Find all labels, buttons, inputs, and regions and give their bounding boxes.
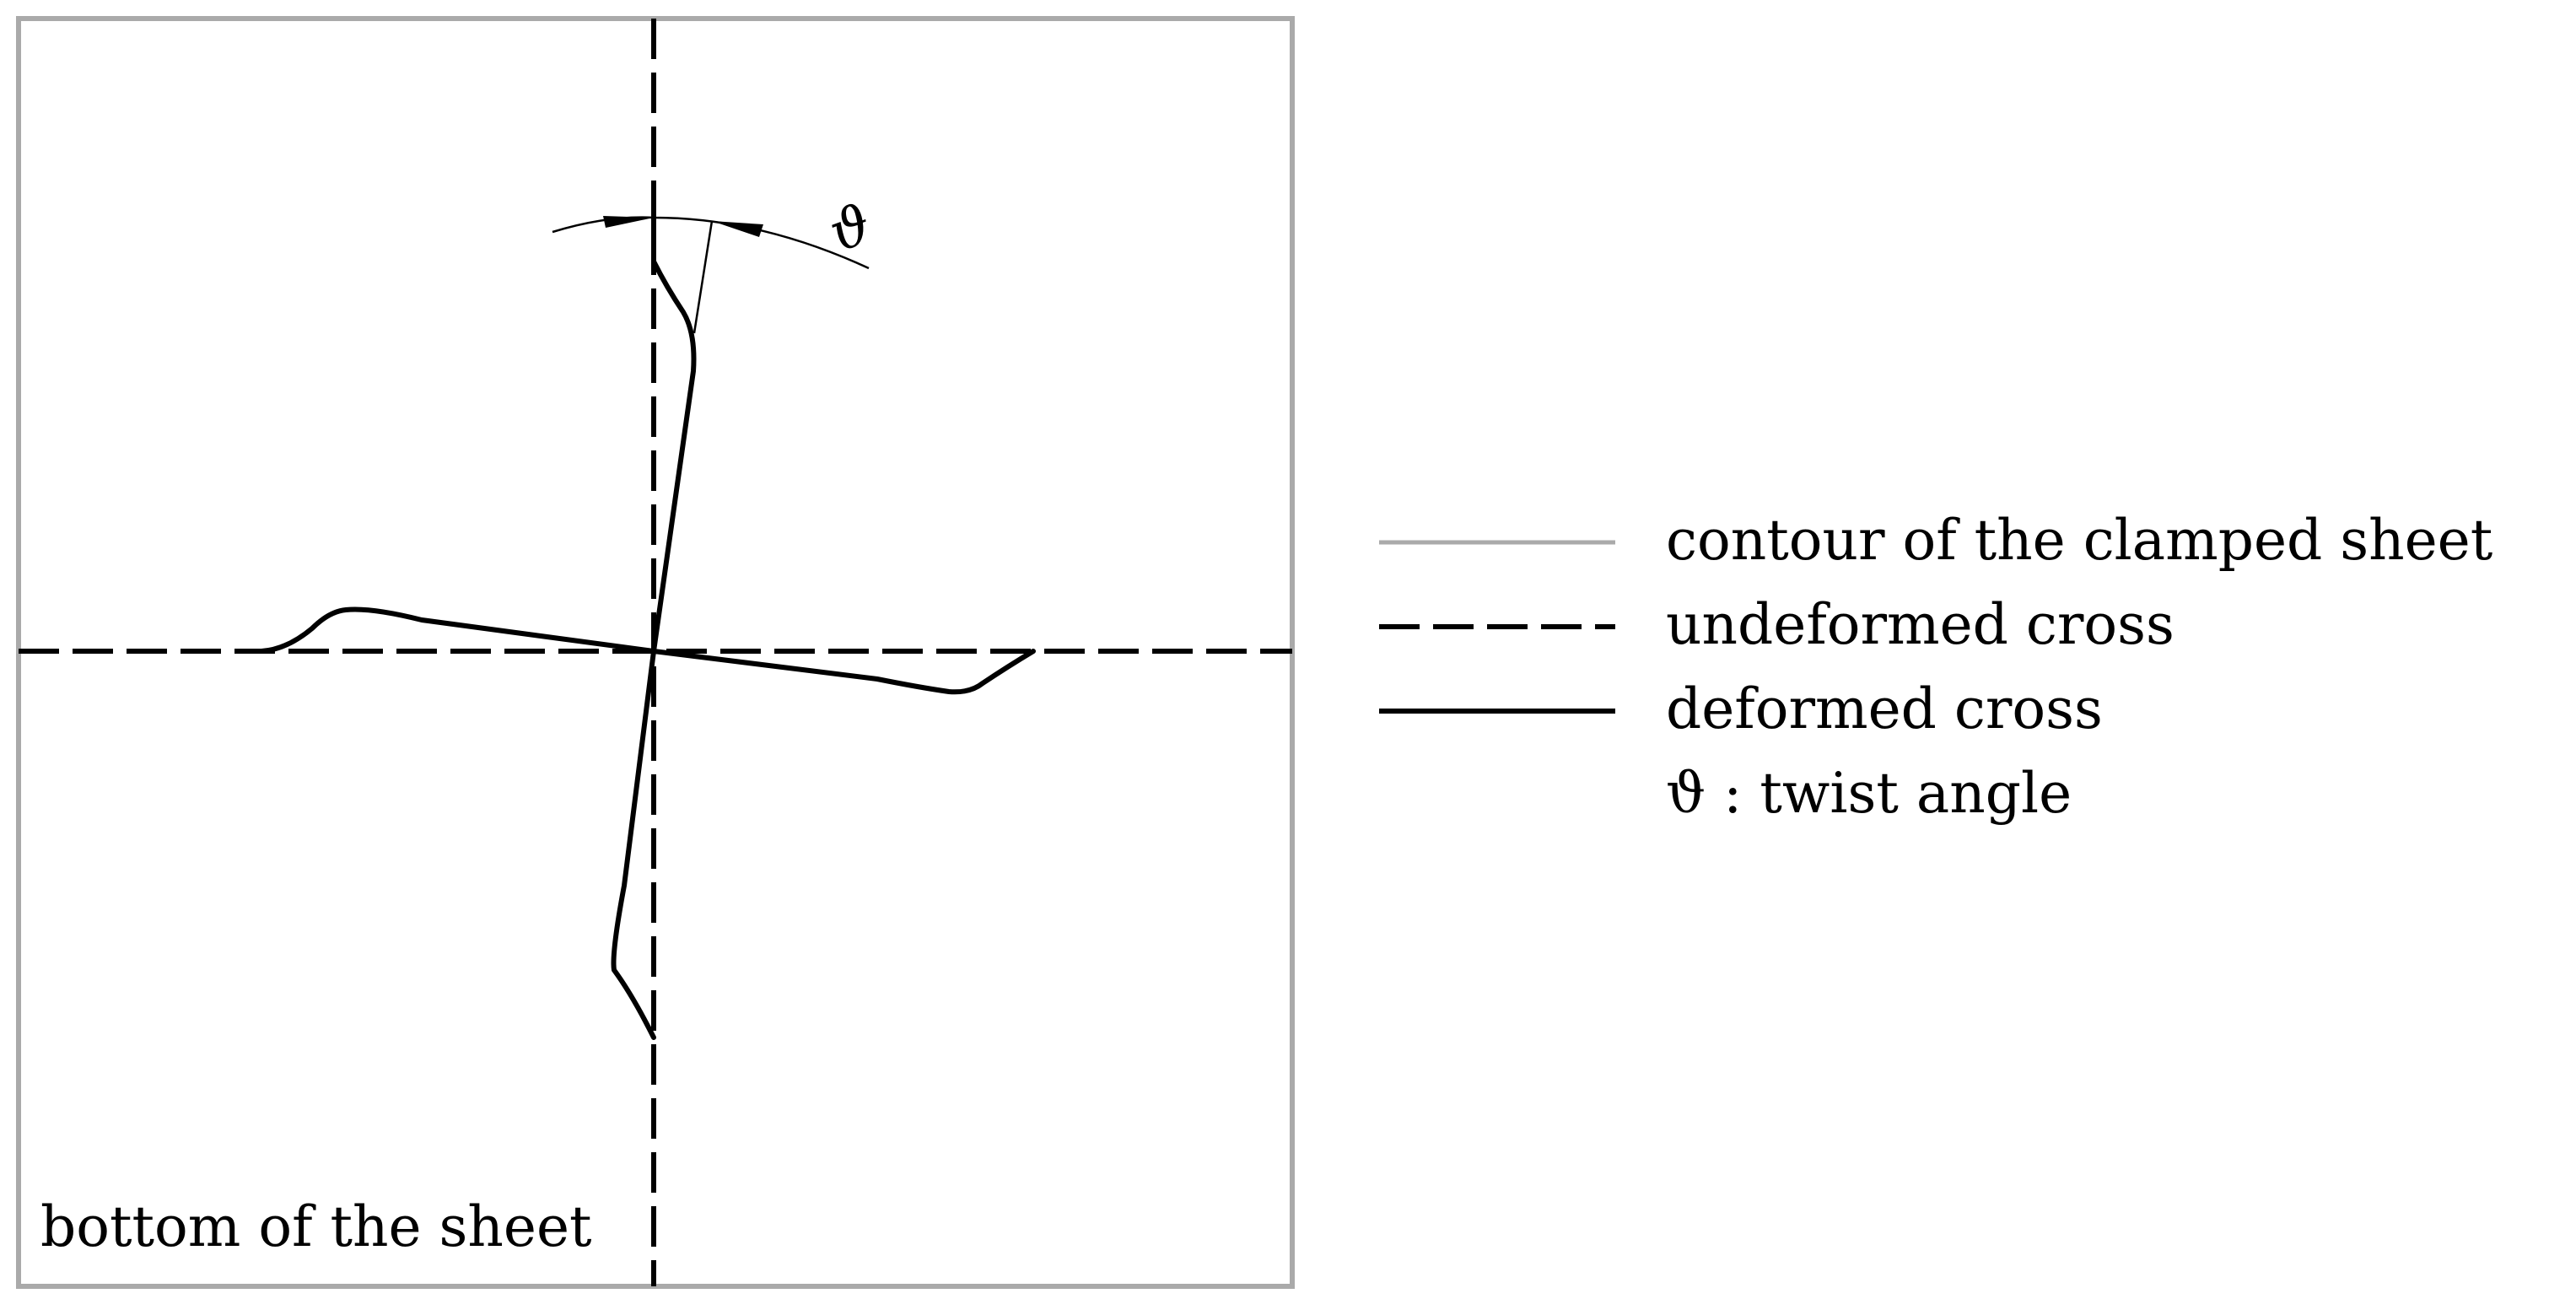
deformed-cross-horizontal (259, 606, 1036, 695)
twist-angle-ray (693, 220, 714, 334)
twist-angle-arc (552, 216, 870, 270)
twist-arrow-right (712, 221, 763, 237)
twist-arrow-left (603, 216, 654, 228)
bottom-of-sheet-label: bottom of the sheet (40, 1194, 592, 1259)
legend: contour of the clamped sheet undeformed … (1379, 508, 2492, 826)
legend-deformed-label: deformed cross (1666, 676, 2103, 741)
deformed-cross-vertical (611, 217, 697, 1040)
legend-contour-label: contour of the clamped sheet (1666, 508, 2492, 573)
twist-angle-symbol: ϑ (822, 193, 879, 265)
legend-undeformed-label: undeformed cross (1666, 592, 2175, 657)
legend-twist-label: ϑ : twist angle (1666, 761, 2072, 826)
